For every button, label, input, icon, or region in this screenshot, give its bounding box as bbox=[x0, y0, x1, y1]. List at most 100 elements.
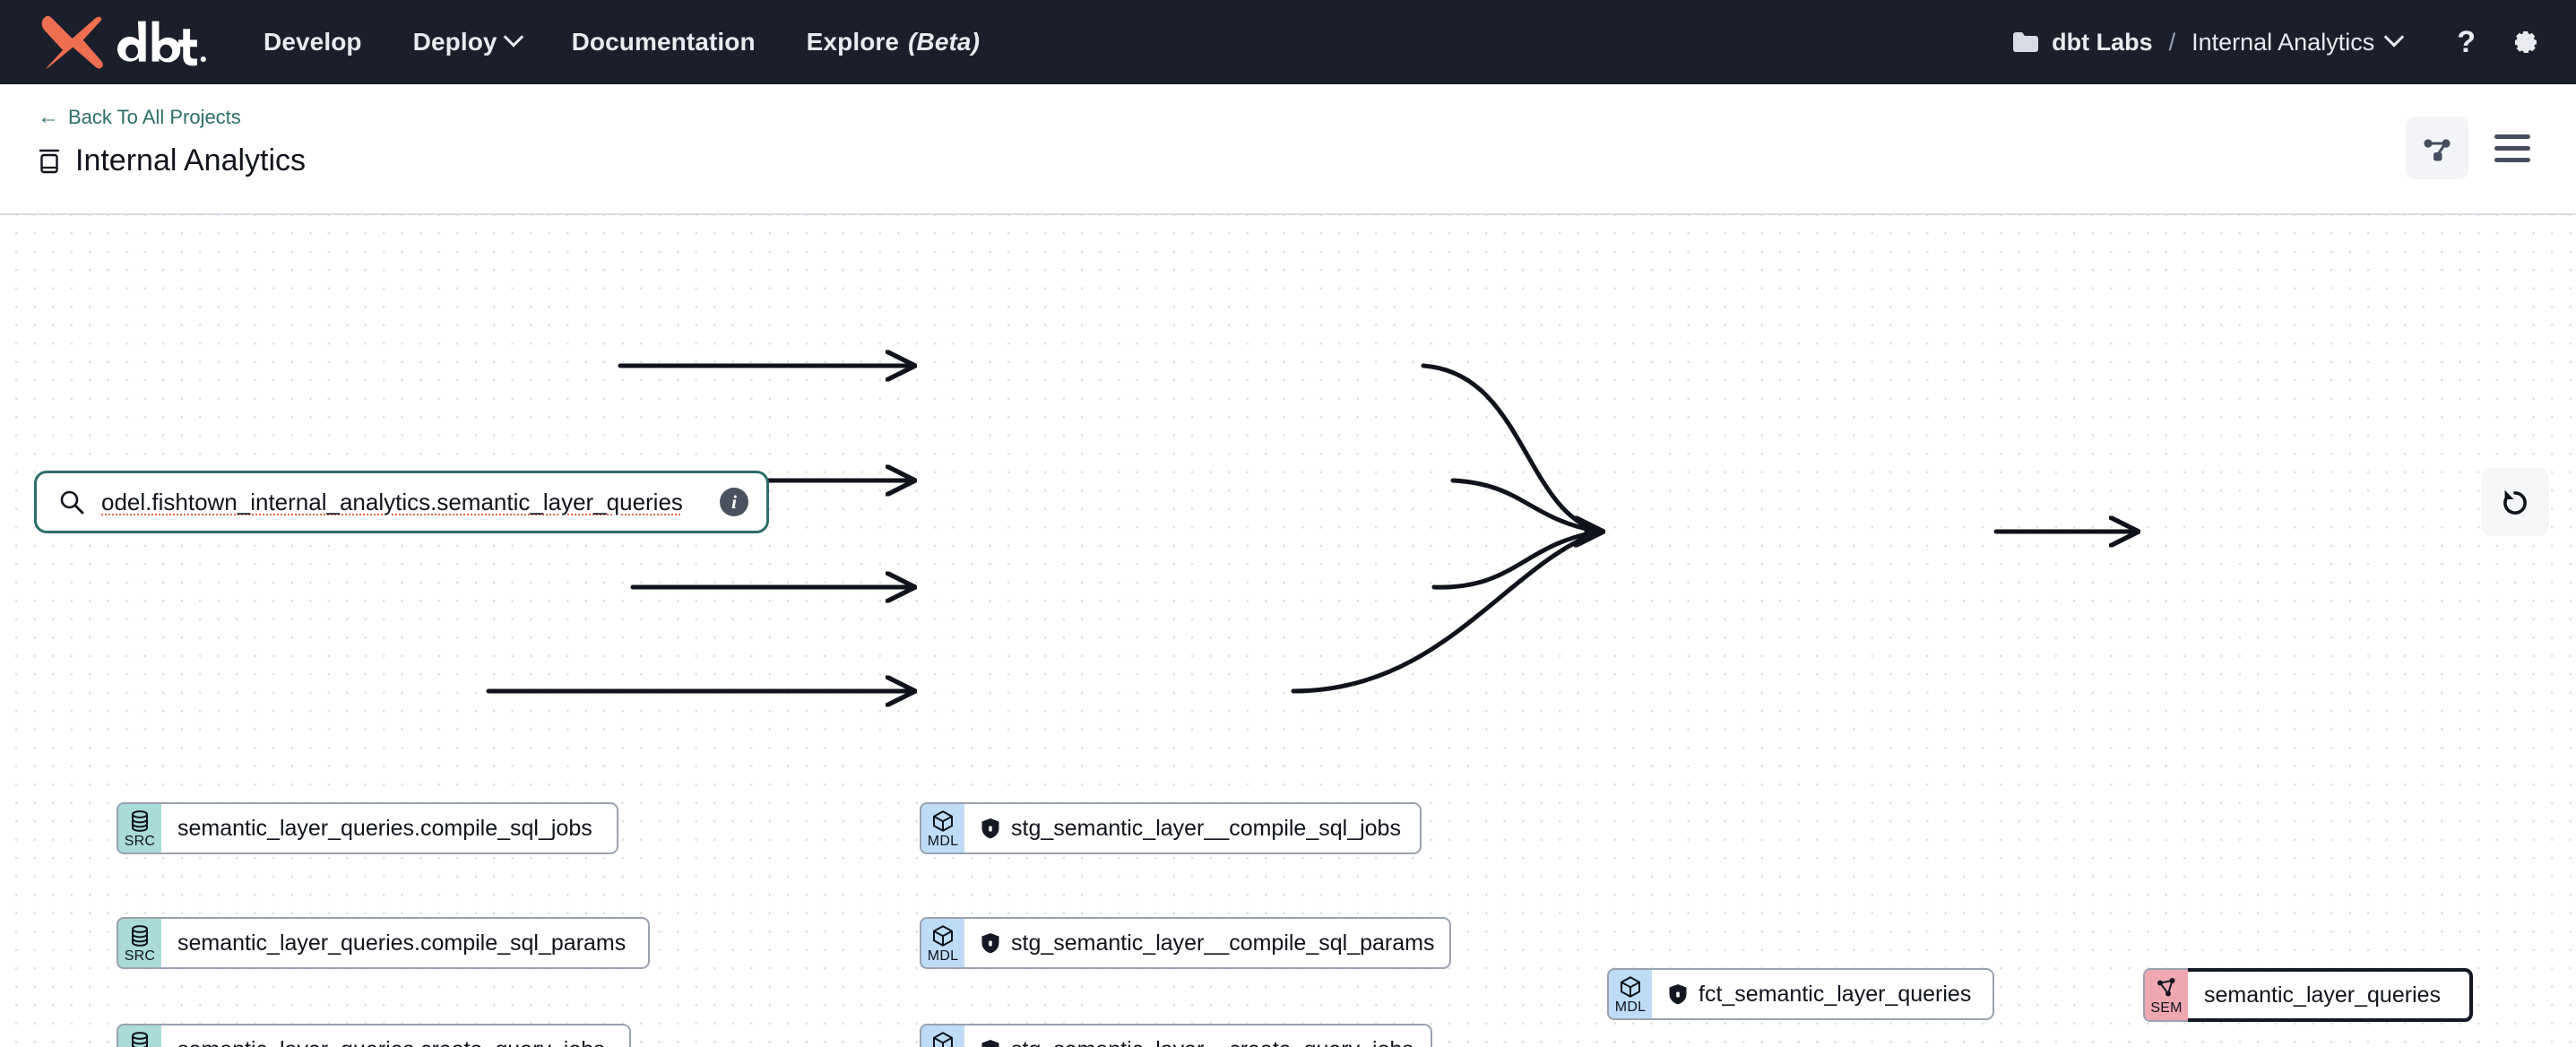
help-label: ? bbox=[2457, 24, 2476, 59]
edge-mdl4-fct bbox=[1291, 529, 1603, 694]
database-icon bbox=[132, 925, 148, 947]
info-icon[interactable]: i bbox=[720, 488, 748, 516]
share-nodes-icon bbox=[2424, 139, 2451, 161]
node-search-input-wrapper[interactable]: odel.fishtown_internal_analytics.semanti… bbox=[34, 471, 769, 533]
node-body: semantic_layer_queries bbox=[2188, 968, 2473, 1022]
cube-icon bbox=[933, 925, 953, 947]
database-icon bbox=[132, 1032, 148, 1047]
edge-mdl2-fct bbox=[1450, 478, 1603, 534]
graph-node-src[interactable]: SRC semantic_layer_queries.compile_sql_p… bbox=[117, 917, 650, 969]
node-body: semantic_layer_queries.compile_sql_param… bbox=[161, 917, 650, 969]
graph-node-mdl[interactable]: MDL stg_semantic_layer__create_query_job… bbox=[920, 1024, 1432, 1047]
lineage-graph-canvas[interactable]: odel.fishtown_internal_analytics.semanti… bbox=[0, 215, 2576, 1047]
database-icon bbox=[132, 810, 148, 832]
project-subheader: ← Back To All Projects Internal Analytic… bbox=[0, 84, 2576, 215]
page-title: Internal Analytics bbox=[75, 143, 307, 177]
dag-layer: SRC semantic_layer_queries.compile_sql_j… bbox=[0, 215, 2576, 1047]
graph-node-sem[interactable]: SEM semantic_layer_queries bbox=[2143, 968, 2473, 1022]
reset-view-button[interactable] bbox=[2481, 468, 2549, 536]
nav-link-deploy-label: Deploy bbox=[412, 28, 497, 56]
shield-lock-icon bbox=[1669, 984, 1687, 1005]
node-body: fct_semantic_layer_queries bbox=[1652, 968, 1994, 1020]
lineage-graph-view-button[interactable] bbox=[2406, 117, 2468, 179]
node-type-badge-mdl: MDL bbox=[920, 802, 964, 854]
cube-icon bbox=[1621, 976, 1640, 998]
node-body: stg_semantic_layer__compile_sql_jobs bbox=[964, 802, 1422, 854]
shield-lock-icon bbox=[981, 933, 999, 954]
graph-node-fct[interactable]: MDL fct_semantic_layer_queries bbox=[1607, 968, 1994, 1020]
dbt-logo-mark bbox=[41, 15, 103, 69]
dbt-logo-wordmark bbox=[117, 21, 206, 66]
node-label: fct_semantic_layer_queries bbox=[1699, 981, 1972, 1007]
back-to-all-projects-link[interactable]: ← Back To All Projects bbox=[38, 106, 241, 129]
node-type-badge-src: SRC bbox=[117, 917, 161, 969]
nav-link-documentation[interactable]: Documentation bbox=[572, 28, 756, 56]
nav-link-explore-label: Explore bbox=[806, 28, 900, 56]
cube-icon bbox=[933, 1032, 953, 1047]
nav-link-develop-label: Develop bbox=[264, 28, 362, 56]
settings-button[interactable] bbox=[2511, 28, 2540, 56]
hamburger-bar bbox=[2494, 134, 2530, 139]
project-database-icon bbox=[39, 149, 60, 173]
node-type-label: SRC bbox=[124, 834, 156, 849]
nav-link-documentation-label: Documentation bbox=[571, 28, 756, 56]
node-type-badge-sem: SEM bbox=[2143, 968, 2188, 1022]
graph-node-mdl[interactable]: MDL stg_semantic_layer__compile_sql_para… bbox=[920, 917, 1451, 969]
folder-icon bbox=[2013, 32, 2039, 52]
node-type-badge-mdl: MDL bbox=[920, 917, 964, 969]
node-type-badge-src: SRC bbox=[117, 802, 161, 854]
node-type-label: MDL bbox=[927, 834, 959, 849]
shield-lock-icon bbox=[981, 818, 999, 839]
nav-link-deploy[interactable]: Deploy bbox=[412, 27, 523, 56]
graph-node-src[interactable]: SRC semantic_layer_queries.create_query_… bbox=[117, 1024, 631, 1047]
search-input[interactable]: odel.fishtown_internal_analytics.semanti… bbox=[101, 488, 683, 515]
node-type-label: MDL bbox=[1614, 999, 1647, 1015]
semantic-node-icon bbox=[2157, 978, 2175, 997]
reset-counterclockwise-arrow-icon bbox=[2503, 489, 2527, 515]
node-label: semantic_layer_queries.create_query_jobs bbox=[177, 1037, 605, 1047]
node-type-label: SEM bbox=[2150, 1000, 2183, 1016]
project-breadcrumb[interactable]: Internal Analytics bbox=[2191, 27, 2405, 56]
node-type-badge-mdl: MDL bbox=[1607, 968, 1652, 1020]
hamburger-menu-icon bbox=[2494, 134, 2530, 162]
page-title-row: Internal Analytics bbox=[38, 143, 2538, 178]
dbt-logo[interactable] bbox=[38, 15, 208, 69]
org-name: dbt Labs bbox=[2052, 28, 2153, 56]
subheader-actions bbox=[2406, 117, 2544, 179]
graph-node-mdl[interactable]: MDL stg_semantic_layer__compile_sql_jobs bbox=[920, 802, 1422, 854]
breadcrumb-separator: / bbox=[2168, 28, 2176, 56]
chevron-down-icon bbox=[2383, 27, 2405, 48]
back-to-all-projects-label: Back To All Projects bbox=[68, 106, 241, 128]
node-label: stg_semantic_layer__create_query_jobs bbox=[1011, 1037, 1413, 1047]
node-label: semantic_layer_queries.compile_sql_param… bbox=[177, 930, 627, 956]
top-navigation-bar: Develop Deploy Documentation Explore (Be… bbox=[0, 0, 2576, 84]
search-icon bbox=[60, 490, 84, 515]
org-breadcrumb[interactable]: dbt Labs bbox=[2012, 29, 2153, 56]
project-name: Internal Analytics bbox=[2191, 28, 2375, 56]
help-button[interactable]: ? bbox=[2457, 25, 2476, 60]
node-type-label: MDL bbox=[927, 948, 959, 964]
shield-lock-icon bbox=[981, 1040, 999, 1047]
primary-nav-links: Develop Deploy Documentation Explore (Be… bbox=[264, 27, 980, 56]
node-type-badge-src: SRC bbox=[117, 1024, 161, 1047]
hamburger-bar bbox=[2494, 157, 2530, 162]
node-body: semantic_layer_queries.compile_sql_jobs bbox=[161, 802, 618, 854]
cube-icon bbox=[933, 810, 953, 832]
chevron-down-icon bbox=[503, 27, 523, 48]
node-body: semantic_layer_queries.create_query_jobs bbox=[161, 1024, 631, 1047]
list-view-button[interactable] bbox=[2481, 117, 2544, 179]
hamburger-bar bbox=[2494, 145, 2530, 151]
nav-link-develop[interactable]: Develop bbox=[264, 28, 362, 56]
node-type-label: SRC bbox=[124, 948, 156, 964]
node-label: semantic_layer_queries bbox=[2204, 982, 2442, 1008]
nav-right-cluster: dbt Labs / Internal Analytics ? bbox=[2012, 25, 2540, 60]
node-label: semantic_layer_queries.compile_sql_jobs bbox=[177, 815, 592, 841]
node-label: stg_semantic_layer__compile_sql_params bbox=[1011, 930, 1435, 956]
node-body: stg_semantic_layer__compile_sql_params bbox=[964, 917, 1451, 969]
nav-link-explore[interactable]: Explore (Beta) bbox=[807, 28, 980, 56]
nav-link-explore-beta-tag: (Beta) bbox=[908, 28, 981, 56]
graph-node-src[interactable]: SRC semantic_layer_queries.compile_sql_j… bbox=[117, 802, 618, 854]
gear-icon bbox=[2515, 31, 2537, 53]
node-label: stg_semantic_layer__compile_sql_jobs bbox=[1011, 815, 1401, 841]
edge-mdl1-fct bbox=[1421, 363, 1603, 534]
